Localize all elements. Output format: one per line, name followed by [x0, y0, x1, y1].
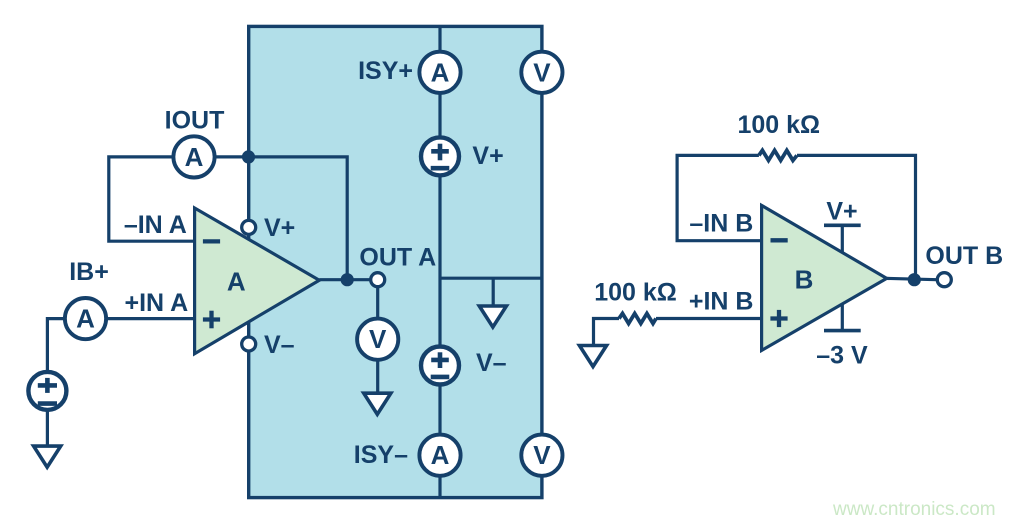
- svg-text:V+: V+: [472, 142, 503, 170]
- svg-text:–IN A: –IN A: [124, 211, 187, 239]
- svg-text:ISY–: ISY–: [354, 441, 408, 469]
- svg-text:V–: V–: [264, 331, 295, 359]
- svg-text:+IN B: +IN B: [689, 287, 754, 315]
- svg-text:V–: V–: [476, 349, 507, 377]
- svg-text:V+: V+: [264, 214, 295, 242]
- svg-text:–IN B: –IN B: [689, 209, 753, 237]
- svg-text:IOUT: IOUT: [165, 107, 225, 135]
- svg-text:V: V: [369, 324, 387, 354]
- svg-text:A: A: [185, 142, 204, 172]
- svg-text:ISY+: ISY+: [358, 57, 413, 85]
- svg-text:V+: V+: [826, 197, 857, 225]
- svg-text:100 kΩ: 100 kΩ: [737, 111, 820, 139]
- svg-text:A: A: [431, 440, 450, 470]
- svg-text:IB+: IB+: [69, 258, 109, 286]
- svg-text:–3 V: –3 V: [816, 341, 868, 369]
- svg-text:OUT A: OUT A: [359, 244, 436, 272]
- svg-text:OUT B: OUT B: [925, 242, 1003, 270]
- svg-text:V: V: [533, 57, 551, 87]
- svg-text:www.cntronics.com: www.cntronics.com: [832, 499, 996, 520]
- svg-text:A: A: [227, 266, 246, 296]
- svg-text:100 kΩ: 100 kΩ: [594, 278, 677, 306]
- svg-text:A: A: [431, 57, 450, 87]
- svg-text:+IN A: +IN A: [125, 289, 189, 317]
- svg-text:V: V: [533, 440, 551, 470]
- svg-text:B: B: [795, 265, 814, 295]
- svg-text:A: A: [76, 304, 95, 334]
